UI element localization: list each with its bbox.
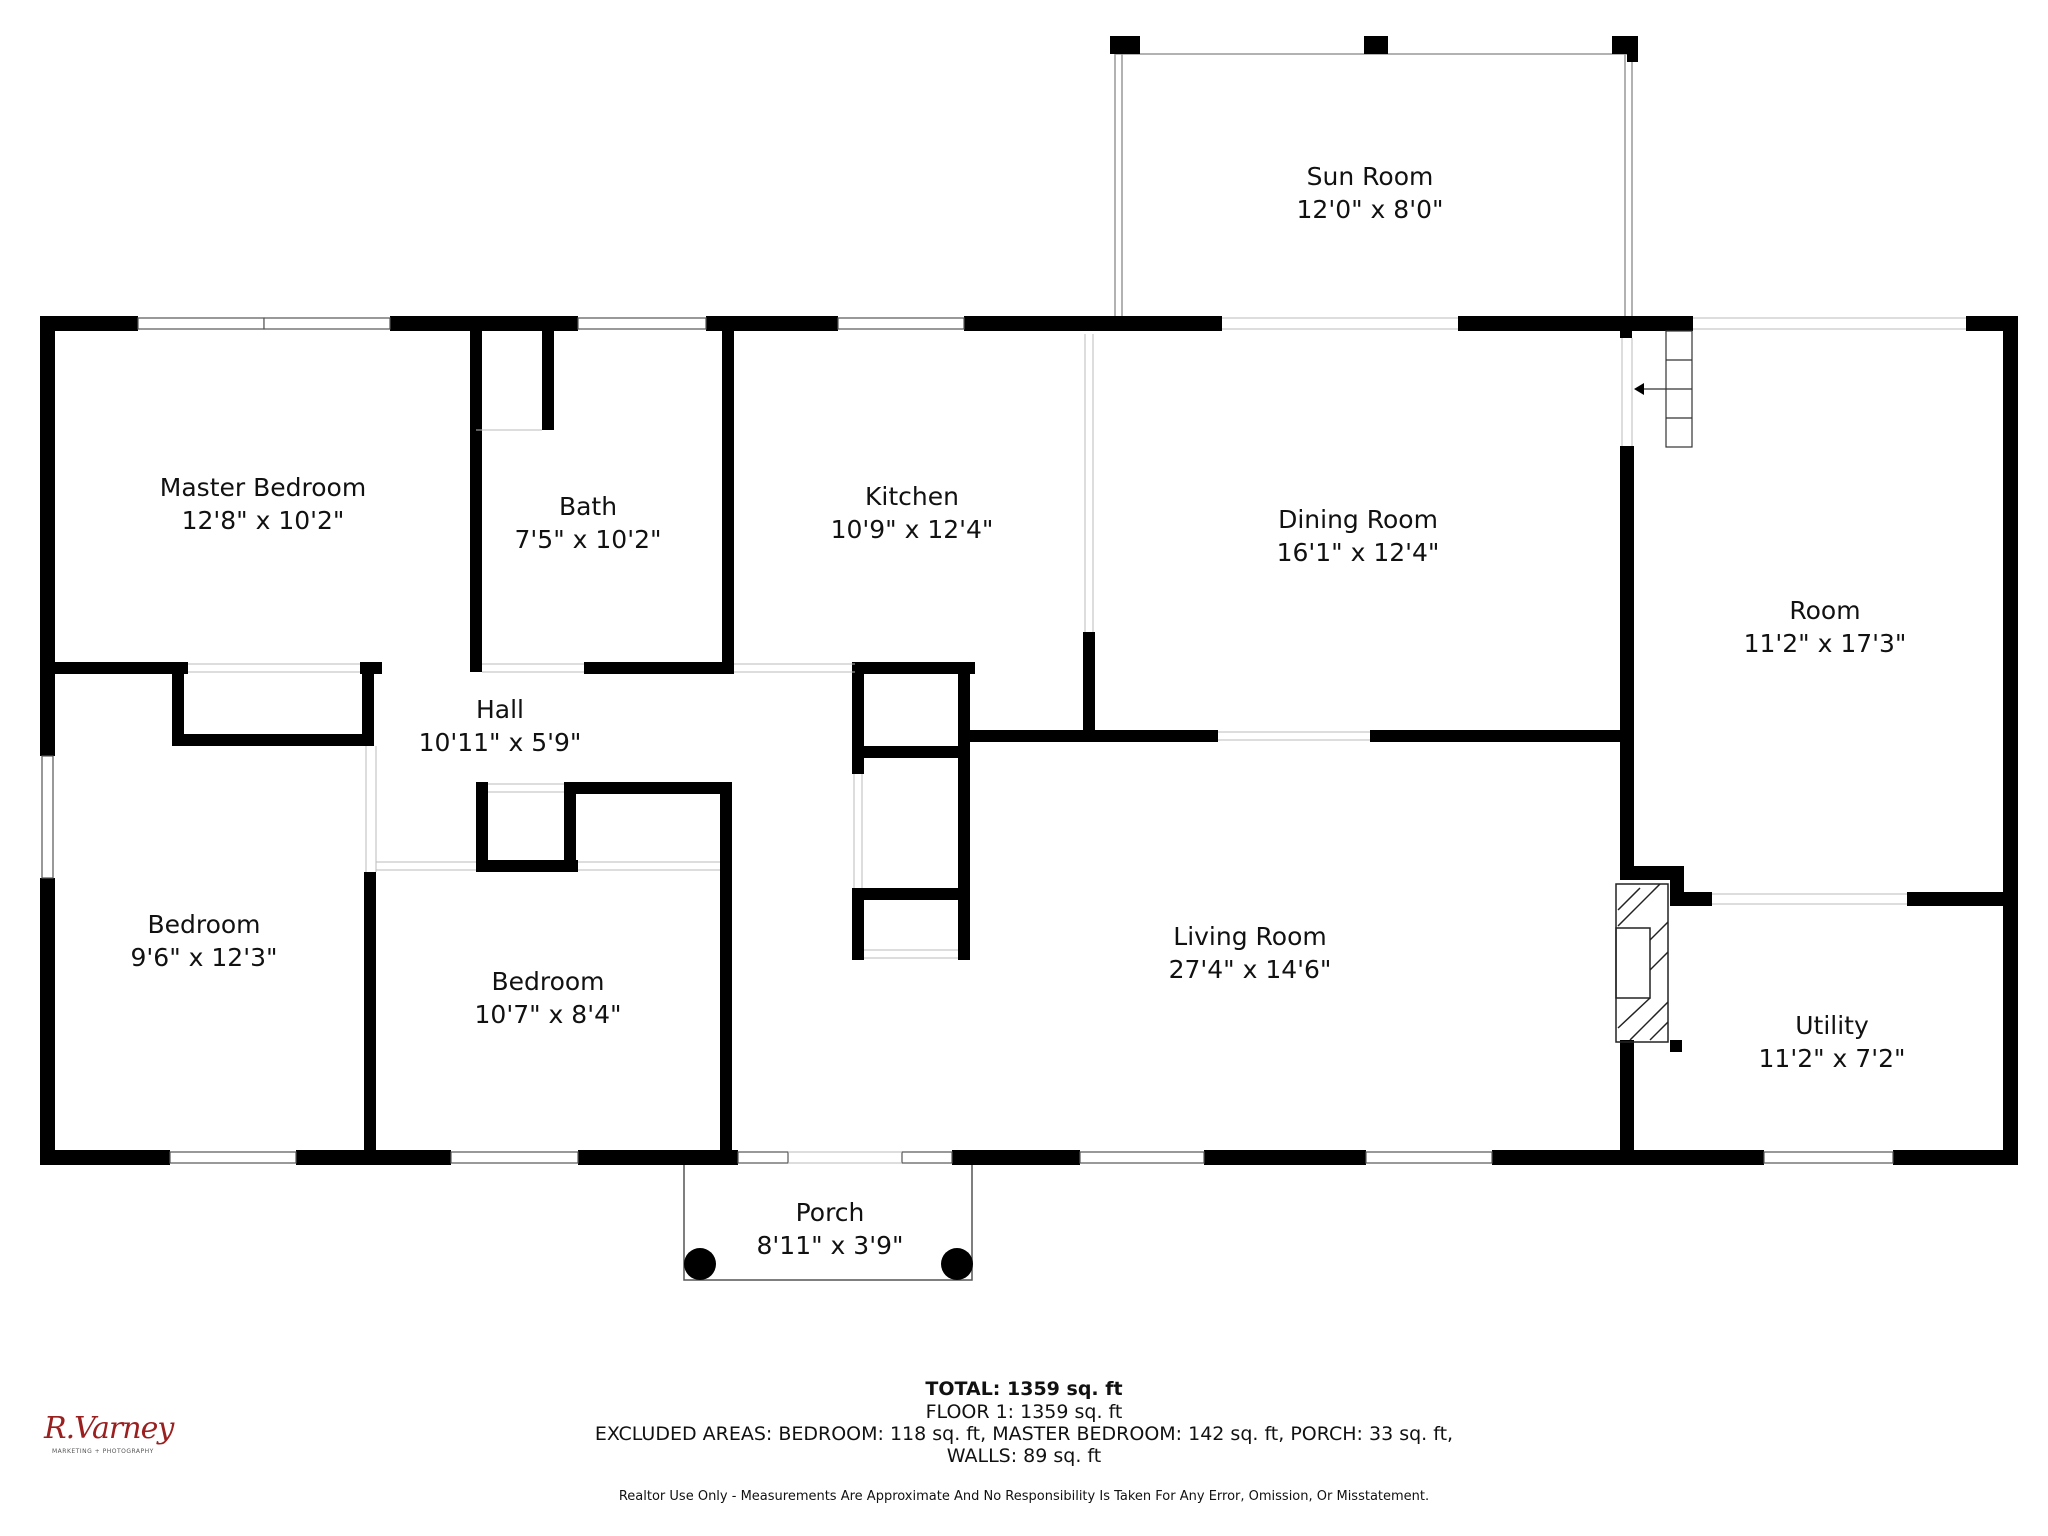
room-dims-hall: 10'11" x 5'9" [419, 728, 582, 757]
room-dims-bedroom-mid: 10'7" x 8'4" [475, 1000, 622, 1029]
room-name-sun-room: Sun Room [1307, 162, 1434, 191]
room-name-bath: Bath [559, 492, 617, 521]
floor-area: FLOOR 1: 1359 sq. ft [925, 1401, 1123, 1423]
room-dims-living-room: 27'4" x 14'6" [1169, 955, 1332, 984]
stair-arrow-icon [1634, 383, 1644, 395]
room-dims-utility: 11'2" x 7'2" [1759, 1044, 1906, 1073]
room-dims-porch: 8'11" x 3'9" [757, 1231, 904, 1260]
excluded-areas: EXCLUDED AREAS: BEDROOM: 118 sq. ft, MAS… [594, 1423, 1454, 1445]
room-name-dining-room: Dining Room [1278, 505, 1438, 534]
room-dims-sun-room: 12'0" x 8'0" [1297, 195, 1444, 224]
sun-room-posts [1110, 36, 1638, 62]
room-name-kitchen: Kitchen [865, 482, 959, 511]
windows [41, 317, 1894, 1164]
room-dims-master-bedroom: 12'8" x 10'2" [182, 506, 345, 535]
stairs [1640, 330, 1693, 448]
room-name-room: Room [1789, 596, 1860, 625]
room-dims-bath: 7'5" x 10'2" [515, 525, 662, 554]
room-dims-room: 11'2" x 17'3" [1744, 629, 1907, 658]
fireplace [1615, 883, 1669, 1043]
room-name-porch: Porch [796, 1198, 865, 1227]
logo-tagline: MARKETING + PHOTOGRAPHY [52, 1448, 154, 1455]
porch-post [684, 1248, 716, 1280]
room-dims-bedroom-left: 9'6" x 12'3" [131, 943, 278, 972]
room-name-bedroom-mid: Bedroom [491, 967, 604, 996]
total-area: TOTAL: 1359 sq. ft [925, 1378, 1123, 1400]
porch-post [941, 1248, 973, 1280]
disclaimer: Realtor Use Only - Measurements Are Appr… [618, 1489, 1430, 1504]
room-name-bedroom-left: Bedroom [147, 910, 260, 939]
room-name-master-bedroom: Master Bedroom [160, 473, 366, 502]
room-dims-kitchen: 10'9" x 12'4" [831, 515, 994, 544]
room-name-hall: Hall [476, 695, 524, 724]
walls [40, 316, 2018, 1165]
porch-outline [683, 1165, 973, 1281]
room-dims-dining-room: 16'1" x 12'4" [1277, 538, 1440, 567]
room-name-living-room: Living Room [1173, 922, 1326, 951]
walls-area: WALLS: 89 sq. ft [946, 1445, 1102, 1467]
logo-name: R.Varney [44, 1411, 174, 1446]
room-name-utility: Utility [1795, 1011, 1869, 1040]
company-logo: R.Varney MARKETING + PHOTOGRAPHY [44, 1411, 174, 1461]
openings [188, 317, 1966, 1164]
